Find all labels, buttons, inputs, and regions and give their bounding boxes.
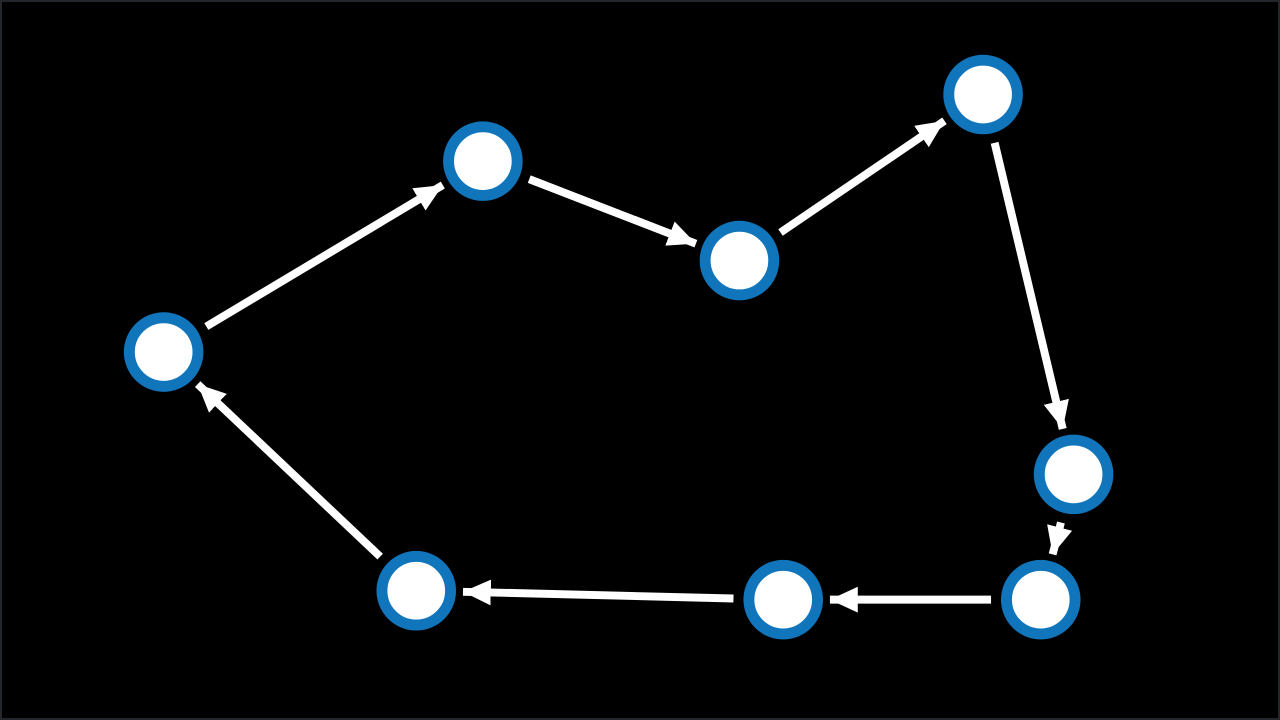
- edge-middle-to-top-right: [778, 117, 947, 236]
- node-bottom-middle: [743, 559, 823, 640]
- node-right: [1033, 434, 1114, 515]
- node-bottom-left: [376, 550, 457, 631]
- node-middle: [699, 220, 780, 301]
- edge-upper-left-to-middle: [527, 175, 698, 248]
- edge-bottom-left-to-left: [194, 381, 383, 560]
- edge-left-to-upper-left: [204, 181, 445, 330]
- node-left: [123, 312, 204, 392]
- node-upper-left: [443, 121, 523, 201]
- node-top-right: [943, 54, 1023, 135]
- edge-bottom-middle-to-bottom-left: [462, 579, 734, 606]
- edge-top-right-to-right: [990, 141, 1069, 430]
- node-bottom-right: [1000, 559, 1081, 640]
- edge-right-to-bottom-right: [1047, 521, 1073, 556]
